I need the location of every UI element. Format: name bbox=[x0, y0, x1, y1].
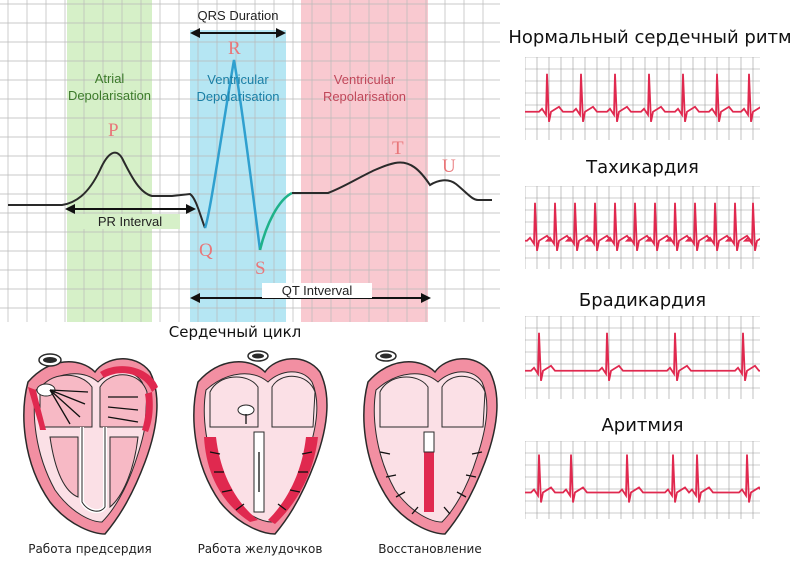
rhythm-title-normal: Нормальный сердечный ритм bbox=[508, 27, 792, 48]
caption-atria: Работа предсердия bbox=[28, 542, 152, 556]
qt-interval-label: QT Intverval bbox=[262, 283, 372, 298]
p-wave-label: P bbox=[108, 120, 119, 141]
caption-recovery: Восстановление bbox=[378, 542, 482, 556]
strip-svg-arrhythmia bbox=[524, 440, 765, 519]
q-wave-label: Q bbox=[199, 240, 213, 261]
ventricular-repolarisation-zone bbox=[301, 0, 428, 322]
atrial-depolarisation-label: Atrial Depolarisation bbox=[67, 71, 152, 103]
heart-ventricles-diagram bbox=[193, 350, 328, 535]
qrs-complex-trace bbox=[203, 59, 262, 251]
pr-interval-label: PR Interval bbox=[80, 214, 180, 229]
r-wave-label: R bbox=[228, 38, 241, 59]
t-wave-label: T bbox=[392, 138, 404, 159]
qrs-duration-label: QRS Duration bbox=[197, 8, 279, 23]
ventricular-repolarisation-label: Ventricular Repolarisation bbox=[322, 72, 407, 104]
s-recovery-trace bbox=[258, 191, 293, 251]
u-wave-label: U bbox=[442, 156, 456, 177]
rhythm-strip-arrhythmia bbox=[524, 440, 765, 519]
cardiac-cycle-title: Сердечный цикл bbox=[168, 323, 302, 341]
rhythm-strip-bradycardia bbox=[524, 315, 760, 399]
heart-recovery-diagram bbox=[363, 350, 498, 535]
st-t-u-trace bbox=[292, 161, 492, 201]
heart-atria-diagram bbox=[23, 353, 158, 535]
rhythm-trace bbox=[525, 73, 767, 122]
strip-svg-tachycardia bbox=[524, 185, 771, 269]
atrial-depolarisation-zone bbox=[67, 0, 152, 322]
caption-ventricles: Работа желудочков bbox=[197, 542, 323, 556]
strip-svg-bradycardia bbox=[524, 315, 760, 399]
rhythm-title-arrhythmia: Аритмия bbox=[601, 415, 684, 436]
rhythm-trace bbox=[525, 202, 771, 251]
atria-force-arrows bbox=[49, 389, 139, 425]
rhythm-title-tachycardia: Тахикардия bbox=[586, 157, 699, 178]
ventricle-force-arrows bbox=[209, 414, 313, 511]
rhythm-strip-normal bbox=[524, 56, 767, 140]
strip-svg-normal bbox=[524, 56, 767, 140]
recovery-arrows bbox=[379, 451, 483, 515]
s-wave-label: S bbox=[255, 258, 266, 279]
rhythm-title-bradycardia: Брадикардия bbox=[578, 290, 707, 311]
ecg-trace bbox=[8, 151, 206, 229]
rhythm-strip-tachycardia bbox=[524, 185, 771, 269]
rhythm-trace bbox=[525, 454, 765, 503]
ecg-diagram: Atrial Depolarisation Ventricular Depola… bbox=[0, 0, 500, 325]
ventricular-depolarisation-label: Ventricular Depolarisation bbox=[196, 72, 280, 104]
ecg-grid-svg bbox=[0, 0, 500, 322]
ecg-grid bbox=[0, 0, 500, 322]
rhythm-trace bbox=[525, 332, 760, 381]
